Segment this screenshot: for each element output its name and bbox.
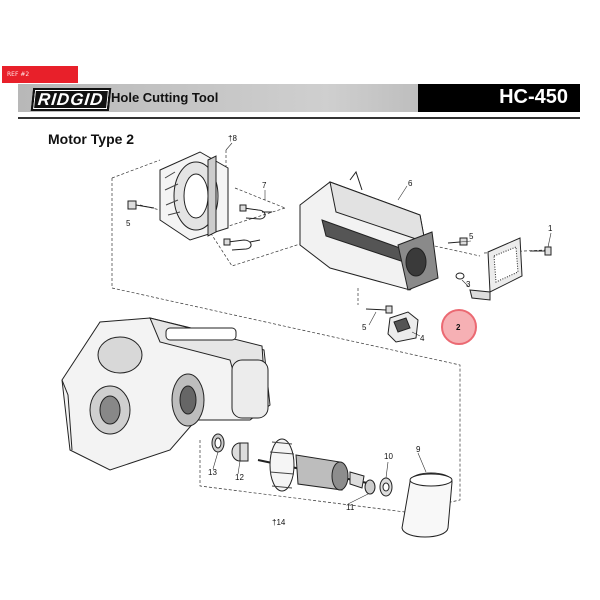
stator-part	[159, 151, 229, 241]
header-model-panel	[418, 84, 580, 112]
callout-label: 5	[126, 219, 131, 228]
brush-lead-part	[223, 204, 272, 251]
callout-leaders	[212, 142, 552, 505]
switch-part	[387, 311, 419, 343]
bushing-part	[231, 442, 249, 462]
callout-label: †8	[228, 134, 237, 143]
screw-part	[127, 200, 155, 210]
product-title: Hole Cutting Tool	[111, 90, 219, 105]
section-title: Motor Type 2	[48, 131, 135, 147]
armature-part	[257, 438, 373, 492]
callout-label: 6	[408, 179, 413, 188]
highlight-label: 2	[456, 323, 461, 332]
callout-label: 4	[420, 334, 425, 343]
screw-part	[530, 246, 552, 256]
callout-label: 9	[416, 445, 421, 454]
callout-label: 5	[469, 232, 474, 241]
cover-ring-part	[401, 472, 453, 538]
bearing-part	[364, 477, 393, 497]
callout-label: 10	[384, 452, 393, 461]
clip-part	[455, 272, 465, 280]
header-rule	[18, 117, 580, 119]
highlight-marker	[441, 309, 477, 345]
gear-housing-part	[61, 317, 271, 471]
callout-label: 11	[346, 503, 355, 512]
model-number: HC-450	[499, 86, 568, 108]
callout-label: 5	[362, 323, 367, 332]
callout-label: †14	[272, 518, 286, 527]
callout-label: 13	[208, 468, 217, 477]
screw-part	[365, 305, 393, 314]
end-bracket-part	[469, 237, 523, 301]
ref-tag: REF #2	[2, 66, 78, 83]
callout-label: 12	[235, 473, 244, 482]
callout-label: 3	[466, 280, 471, 289]
callout-label: 1	[548, 224, 553, 233]
motor-housing-part	[299, 170, 439, 291]
bearing-part	[211, 433, 225, 453]
callout-label: 7	[262, 181, 267, 190]
